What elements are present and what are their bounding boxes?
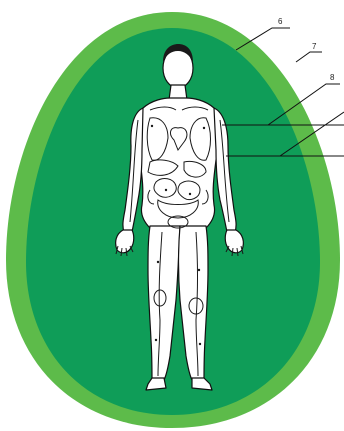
callout-6: 6	[236, 17, 290, 50]
callout-label-8: 8	[330, 73, 335, 82]
callout-7: 7	[296, 42, 322, 62]
callout-label-7: 7	[312, 42, 317, 51]
callout-label-6: 6	[278, 17, 283, 26]
